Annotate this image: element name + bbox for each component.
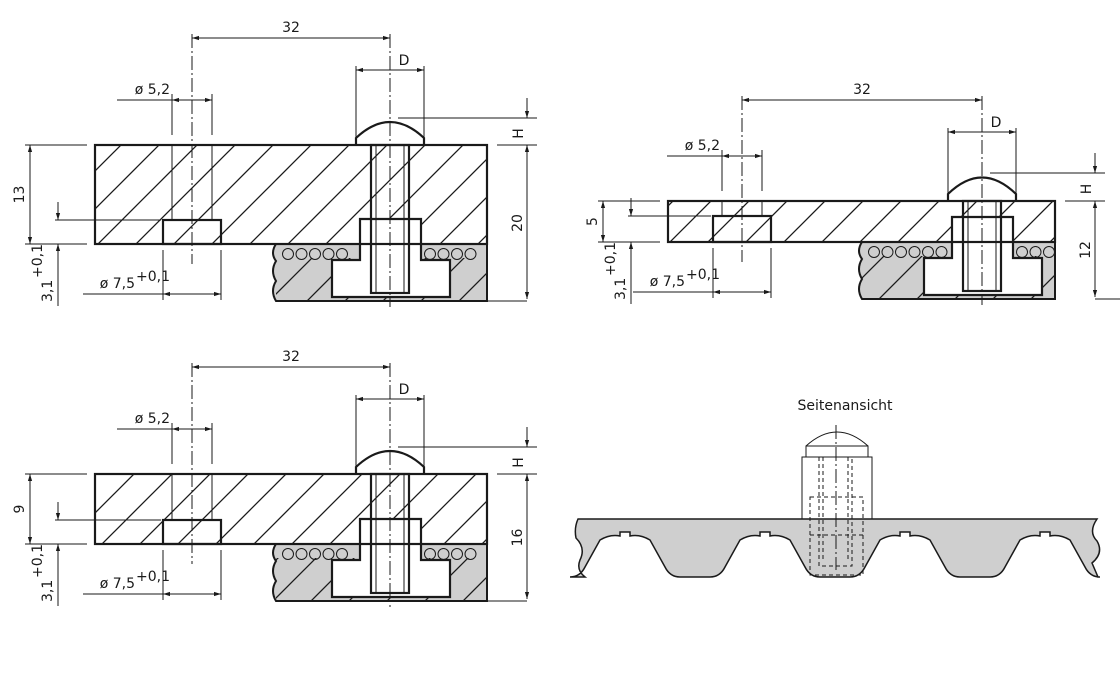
- tension-cord: [309, 248, 321, 260]
- counterbore-depth-label: 3,1: [40, 580, 56, 602]
- tension-cord: [464, 248, 477, 260]
- insert-top-fill: [360, 219, 421, 244]
- side-view-title: Seitenansicht: [797, 398, 893, 414]
- plate-thickness-label: 5: [585, 217, 601, 226]
- tension-cord: [908, 246, 921, 258]
- hole-diameter-label: ø 5,2: [135, 82, 170, 98]
- plate-outline: [666, 199, 1057, 244]
- tension-cord: [868, 246, 880, 258]
- counterbore-depth-tolerance: +0,1: [30, 544, 46, 578]
- total-height-label: 20: [510, 214, 526, 232]
- tension-cord: [895, 246, 907, 258]
- plate-hatch: [95, 474, 487, 544]
- head-height-label: H: [1079, 184, 1095, 195]
- counterbore-depth-tolerance: +0,1: [603, 242, 619, 276]
- pitch-label: 32: [853, 82, 871, 98]
- counterbore-depth-tolerance: +0,1: [30, 244, 46, 278]
- insert-body: [801, 456, 873, 520]
- bolt-head-dome: [805, 431, 869, 447]
- total-height-label: 12: [1078, 241, 1094, 259]
- hidden-bolt-outline: [818, 457, 853, 567]
- tension-cord: [451, 548, 463, 560]
- plate-hatch: [95, 145, 487, 244]
- tension-cord: [322, 548, 335, 560]
- counterbore-diameter-tolerance: +0,1: [686, 267, 720, 283]
- counterbore-depth-label: 3,1: [40, 280, 56, 302]
- bolt-diameter-label: D: [399, 53, 410, 69]
- tension-cord: [322, 248, 335, 260]
- counterbore-diameter-tolerance: +0,1: [136, 569, 170, 585]
- bolt-head-base: [805, 445, 869, 458]
- tension-cord: [309, 548, 321, 560]
- plate-outline: [93, 143, 489, 246]
- counterbore-diameter-label: ø 7,5: [100, 576, 135, 592]
- tension-cord: [295, 248, 308, 260]
- hidden-insert-outline: [809, 496, 864, 576]
- head-height-label: H: [511, 128, 527, 139]
- plate-thickness-label: 13: [12, 186, 28, 204]
- tension-cord: [1043, 246, 1055, 258]
- insert-top-fill: [360, 519, 421, 544]
- belt-profile: [569, 518, 1101, 578]
- bolt-diameter-label: D: [991, 115, 1002, 131]
- plate-outline: [93, 472, 489, 546]
- pitch-label: 32: [282, 20, 300, 36]
- plate-thickness-label: 9: [12, 505, 28, 514]
- total-height-label: 16: [510, 529, 526, 547]
- tension-cord: [282, 548, 294, 560]
- counterbore-diameter-tolerance: +0,1: [136, 269, 170, 285]
- counterbore-diameter-label: ø 7,5: [100, 276, 135, 292]
- counterbore-depth-label: 3,1: [613, 278, 629, 300]
- side-view: Seitenansicht: [569, 398, 1101, 578]
- hole-diameter-label: ø 5,2: [135, 411, 170, 427]
- tension-cord: [295, 548, 308, 560]
- hole-diameter-label: ø 5,2: [685, 138, 720, 154]
- tension-cord: [282, 248, 294, 260]
- bolt-head: [946, 176, 1018, 201]
- head-height-label: H: [511, 457, 527, 468]
- tension-cord: [451, 248, 463, 260]
- counterbore-diameter-label: ø 7,5: [650, 274, 685, 290]
- tension-cord: [464, 548, 477, 560]
- bolt-diameter-label: D: [399, 382, 410, 398]
- tension-cord: [881, 246, 894, 258]
- pitch-label: 32: [282, 349, 300, 365]
